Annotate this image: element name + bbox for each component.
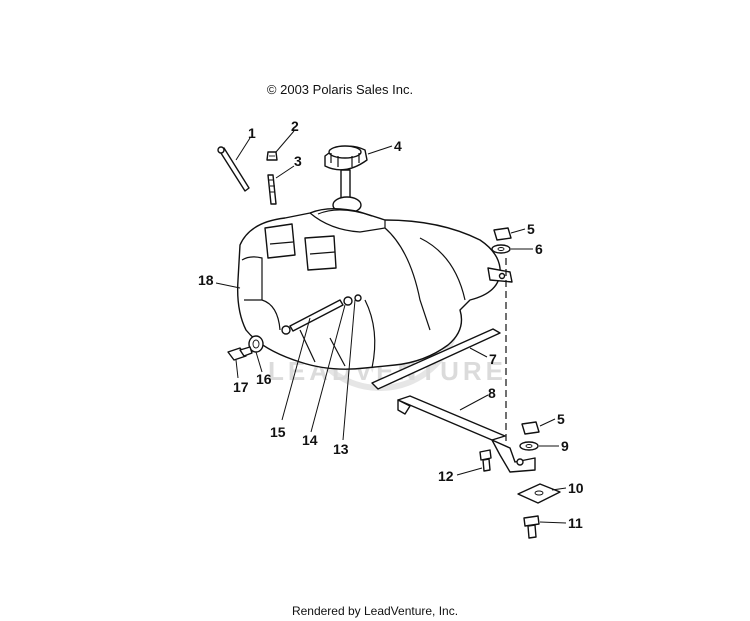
- callout-11: 11: [568, 515, 583, 531]
- part-12-bolt: [479, 449, 492, 472]
- callout-5-upper: 5: [527, 221, 535, 237]
- callout-9: 9: [561, 438, 569, 454]
- callout-18: 18: [198, 272, 214, 288]
- callout-14: 14: [302, 432, 318, 448]
- part-5-nut-upper: [493, 227, 512, 241]
- part-5-nut-lower: [521, 421, 540, 435]
- part-6-washer: [491, 244, 511, 254]
- footer-text: Rendered by LeadVenture, Inc.: [291, 604, 459, 618]
- leader-lines: [215, 130, 567, 524]
- part-1-rod: [217, 146, 250, 192]
- part-17-fitting: [227, 346, 253, 361]
- callout-8: 8: [488, 385, 496, 401]
- callout-1: 1: [248, 125, 256, 141]
- part-2-nut: [266, 151, 278, 161]
- callout-4: 4: [394, 138, 402, 154]
- callout-13: 13: [333, 441, 349, 457]
- callout-17: 17: [233, 379, 249, 395]
- part-7-foam-strip: [371, 328, 501, 390]
- callout-3: 3: [294, 153, 302, 169]
- part-4-fuel-cap: [324, 145, 368, 214]
- callout-16: 16: [256, 371, 272, 387]
- callout-12: 12: [438, 468, 454, 484]
- callout-15: 15: [270, 424, 286, 440]
- callout-5-lower: 5: [557, 411, 565, 427]
- copyright-text: © 2003 Polaris Sales Inc.: [266, 82, 414, 97]
- callout-labels: 1 2 3 4 5 6 7 8 5 9 10 11 12 13 14 15 16…: [198, 118, 584, 531]
- callout-10: 10: [568, 480, 584, 496]
- part-9-washer: [519, 441, 539, 451]
- callout-6: 6: [535, 241, 543, 257]
- part-18-fuel-tank: [236, 208, 513, 370]
- part-16-grommet: [248, 335, 264, 353]
- callout-7: 7: [489, 351, 497, 367]
- part-3-stud: [267, 174, 277, 205]
- parts-13-15-stud-assembly: [281, 294, 362, 335]
- callout-2: 2: [291, 118, 299, 134]
- part-10-plate: [517, 483, 561, 504]
- part-8-bracket: [397, 395, 536, 473]
- part-11-bolt: [523, 515, 540, 539]
